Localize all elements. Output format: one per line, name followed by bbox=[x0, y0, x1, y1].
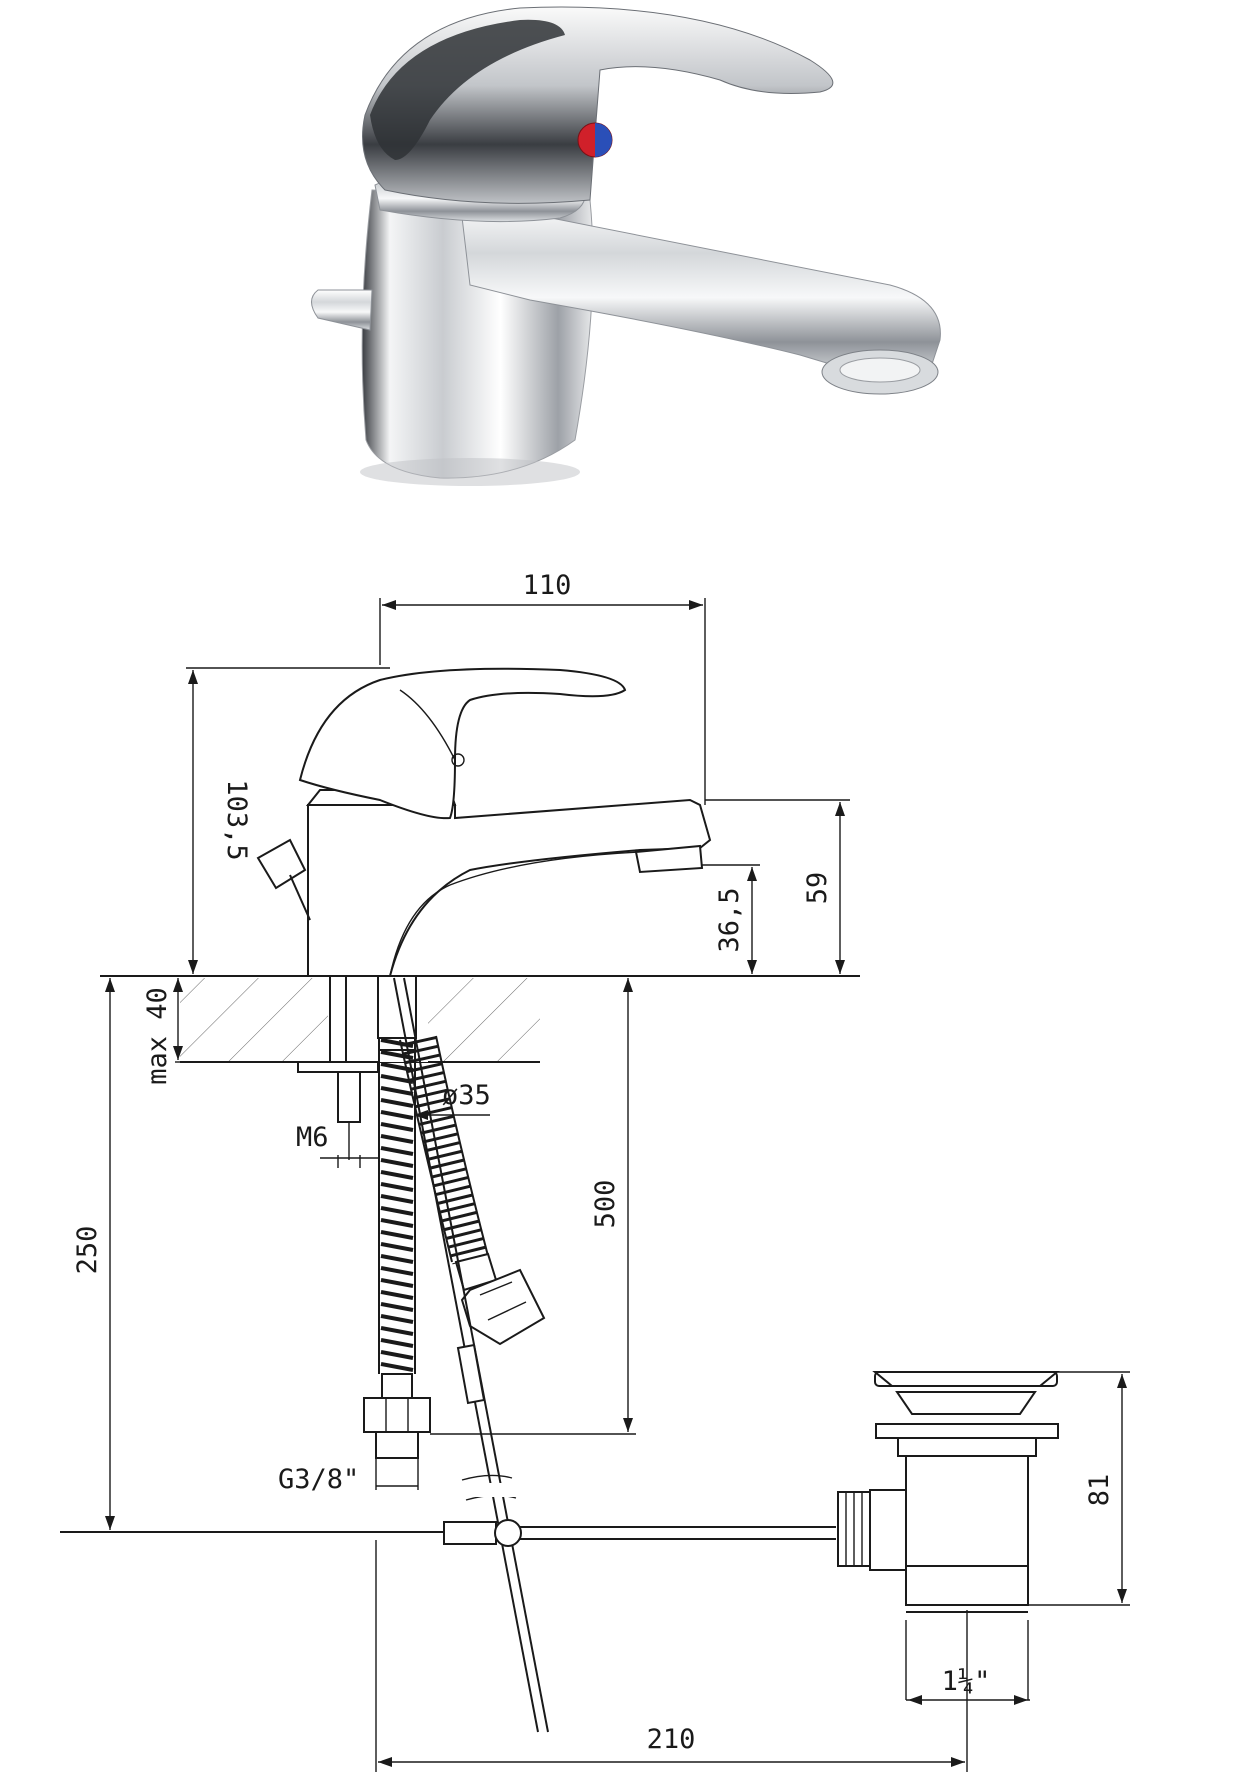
dim-waste-height: 81 bbox=[1084, 1474, 1115, 1507]
dim-stud-thread: M6 bbox=[296, 1122, 329, 1153]
pop-up-rod bbox=[393, 977, 549, 1733]
dim-waste-thread: 1¼" bbox=[942, 1666, 991, 1697]
dim-total-height: 103,5 bbox=[221, 779, 252, 860]
dim-hose-length: 500 bbox=[590, 1180, 621, 1229]
pivot-rod bbox=[60, 1519, 836, 1547]
dim-tap-hole: ø35 bbox=[442, 1080, 491, 1111]
dim-hose-connection: G3/8" bbox=[278, 1464, 359, 1495]
dim-spout-height: 59 bbox=[802, 872, 833, 905]
dim-waste-offset: 210 bbox=[647, 1724, 696, 1755]
product-photo bbox=[311, 6, 941, 486]
dim-outlet-height: 36,5 bbox=[714, 887, 745, 952]
technical-drawing: 110 103,5 59 36,5 max 40 250 500 ø35 M6 … bbox=[60, 570, 1130, 1772]
dim-spout-reach: 110 bbox=[523, 570, 572, 601]
dim-max-deck-thickness: max 40 bbox=[142, 987, 173, 1085]
flexible-hose-curved bbox=[399, 1035, 546, 1346]
pop-up-waste bbox=[837, 1371, 1060, 1700]
dim-rod-length: 250 bbox=[72, 1226, 103, 1275]
